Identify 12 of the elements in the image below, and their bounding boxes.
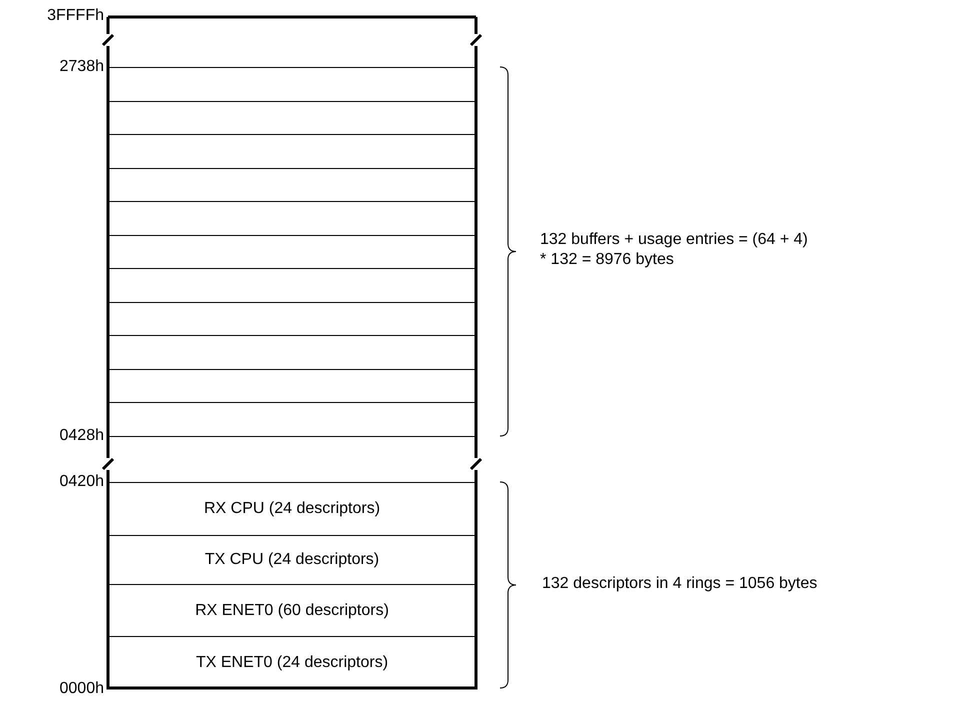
descriptor-ring-row: RX CPU (24 descriptors) xyxy=(109,482,475,535)
descriptor-ring-row: TX ENET0 (24 descriptors) xyxy=(109,636,475,689)
descriptor-ring-row: TX CPU (24 descriptors) xyxy=(109,535,475,584)
buffer-row xyxy=(109,402,475,437)
address-label: 0428h xyxy=(58,426,104,446)
size-note: 132 buffers + usage entries = (64 + 4) * 132 = 8976 bytes xyxy=(540,230,809,270)
size-note: 132 descriptors in 4 rings = 1056 bytes xyxy=(542,574,818,594)
address-label: 0420h xyxy=(58,472,104,492)
address-label: 3FFFFh xyxy=(46,6,104,26)
address-label: 0000h xyxy=(58,679,104,699)
address-label: 2738h xyxy=(58,57,104,77)
descriptor-ring-row: RX ENET0 (60 descriptors) xyxy=(109,584,475,636)
